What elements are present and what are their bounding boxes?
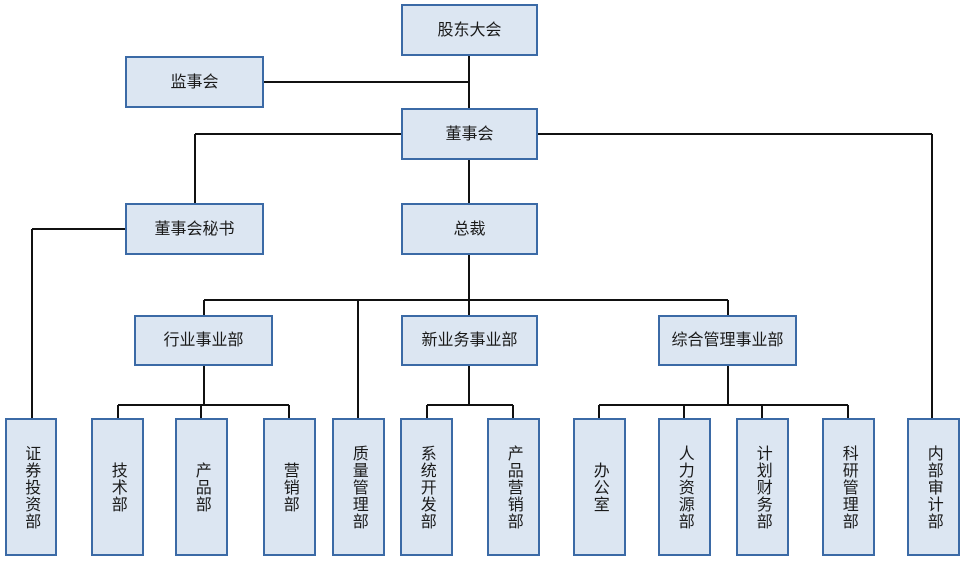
planning-finance-dept-box: 计划财务部 bbox=[736, 418, 789, 556]
industry-division-box: 行业事业部 bbox=[134, 315, 273, 366]
new-business-division-box: 新业务事业部 bbox=[401, 315, 538, 366]
internal-audit-dept-box: 内部审计部 bbox=[907, 418, 960, 556]
board-secretary-box: 董事会秘书 bbox=[125, 203, 264, 255]
supervisory-board-box: 监事会 bbox=[125, 56, 264, 108]
human-resources-dept-box: 人力资源部 bbox=[658, 418, 711, 556]
office-box: 办公室 bbox=[573, 418, 626, 556]
marketing-dept-box: 营销部 bbox=[263, 418, 316, 556]
system-development-dept-box: 系统开发部 bbox=[400, 418, 453, 556]
product-marketing-dept-box: 产品营销部 bbox=[487, 418, 540, 556]
technology-dept-box: 技术部 bbox=[91, 418, 144, 556]
president-box: 总裁 bbox=[401, 203, 538, 255]
research-management-dept-box: 科研管理部 bbox=[822, 418, 875, 556]
board-of-directors-box: 董事会 bbox=[401, 108, 538, 160]
securities-investment-dept-box: 证券投资部 bbox=[5, 418, 57, 556]
general-management-division-box: 综合管理事业部 bbox=[658, 315, 797, 366]
product-dept-box: 产品部 bbox=[175, 418, 228, 556]
quality-management-dept-box: 质量管理部 bbox=[332, 418, 385, 556]
shareholders-meeting-box: 股东大会 bbox=[401, 4, 538, 56]
